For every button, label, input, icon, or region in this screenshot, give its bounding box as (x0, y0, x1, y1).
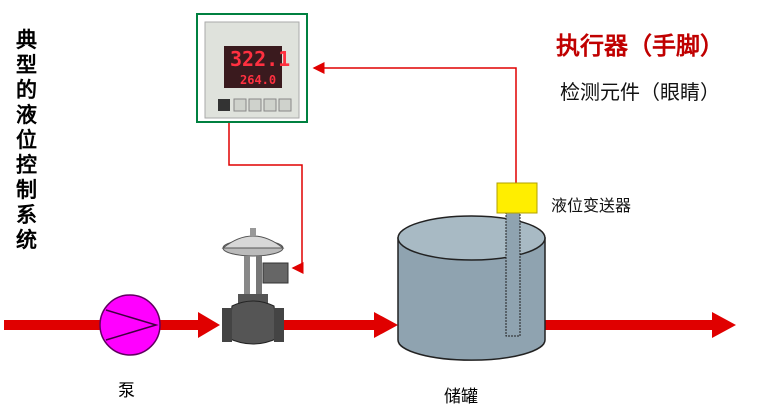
pump-label: 泵 (118, 381, 135, 401)
measurement-signal-line (312, 62, 517, 183)
sv-display: 264.0 (240, 73, 276, 87)
controller-icon: 322.1 264.0 (196, 13, 308, 123)
detector-label: 检测元件（眼睛） (560, 80, 720, 104)
pv-display: 322.1 (230, 47, 290, 71)
pipe (4, 312, 736, 338)
control-signal-line (228, 122, 304, 274)
diagram-title: 典型的液位控制系统 (16, 28, 37, 252)
tank-icon (397, 215, 546, 361)
level-transmitter-icon (496, 182, 538, 337)
tank-label: 储罐 (444, 387, 478, 407)
actuator-label: 执行器（手脚） (556, 32, 724, 60)
control-valve-icon (221, 228, 289, 345)
transmitter-label: 液位变送器 (551, 196, 632, 215)
pump-icon (99, 294, 161, 356)
